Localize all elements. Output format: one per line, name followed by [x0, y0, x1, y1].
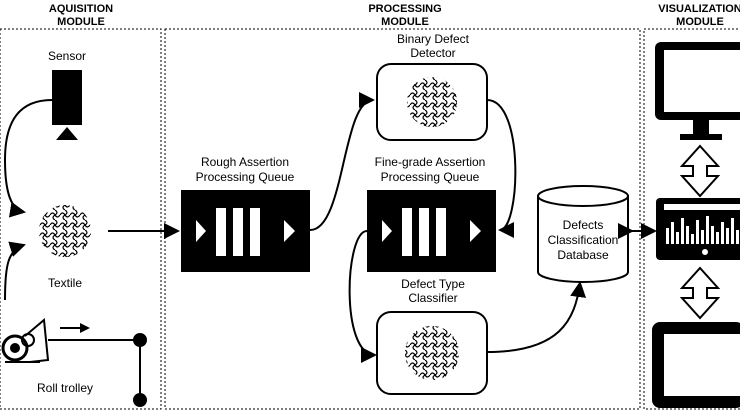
detector-to-fine-queue-arrow [486, 99, 517, 238]
fine-queue-icon [367, 190, 496, 272]
visualization-module-subtitle: MODULE [676, 16, 724, 28]
processing-module-subtitle: MODULE [381, 16, 429, 28]
database-cylinder-icon [537, 185, 629, 283]
monitor-icon [655, 42, 740, 140]
fine-queue-to-classifier-arrow [348, 230, 377, 363]
roll-trolley-icon [1, 318, 147, 407]
visualization-module-boundary [643, 28, 740, 410]
database-subtitle: Classification [548, 233, 619, 247]
sensor-label: Sensor [48, 49, 86, 63]
sensor-icon [52, 70, 82, 140]
double-arrow-icon [679, 144, 721, 198]
tablet-icon [652, 322, 740, 408]
binary-detector-title: Binary Defect [397, 32, 470, 46]
rough-queue-subtitle: Processing Queue [196, 170, 295, 184]
classifier-title: Defect Type [401, 277, 465, 291]
acquisition-module-title: AQUISITION [49, 3, 113, 15]
classifier-to-database-arrow [486, 281, 587, 353]
acquisition-module-subtitle: MODULE [57, 16, 105, 28]
sensor-to-textile-arrow [3, 99, 53, 218]
roll-trolley-label: Roll trolley [37, 381, 93, 395]
rough-queue-to-detector-arrow [309, 92, 375, 231]
trolley-to-textile-arrow [4, 241, 26, 301]
equalizer-panel-icon [656, 198, 740, 260]
database-subtitle-2: Database [557, 248, 609, 262]
classifier-icon [376, 311, 488, 395]
acquisition-module-boundary [0, 28, 162, 410]
processing-module-title: PROCESSING [368, 3, 441, 15]
double-arrow-icon [679, 266, 721, 320]
processing-module-boundary [164, 28, 641, 410]
textile-weave-icon [31, 197, 99, 265]
fine-queue-subtitle: Processing Queue [381, 170, 480, 184]
binary-detector-subtitle: Detector [410, 46, 455, 60]
rough-queue-title: Rough Assertion [201, 155, 289, 169]
rough-queue-icon [181, 190, 310, 272]
textile-label: Textile [48, 276, 82, 290]
visualization-module-title: VISUALIZATION [658, 3, 740, 15]
fine-queue-title: Fine-grade Assertion [375, 155, 486, 169]
database-title: Defects [563, 218, 604, 232]
binary-detector-icon [376, 63, 488, 141]
classifier-subtitle: Classifier [408, 291, 457, 305]
